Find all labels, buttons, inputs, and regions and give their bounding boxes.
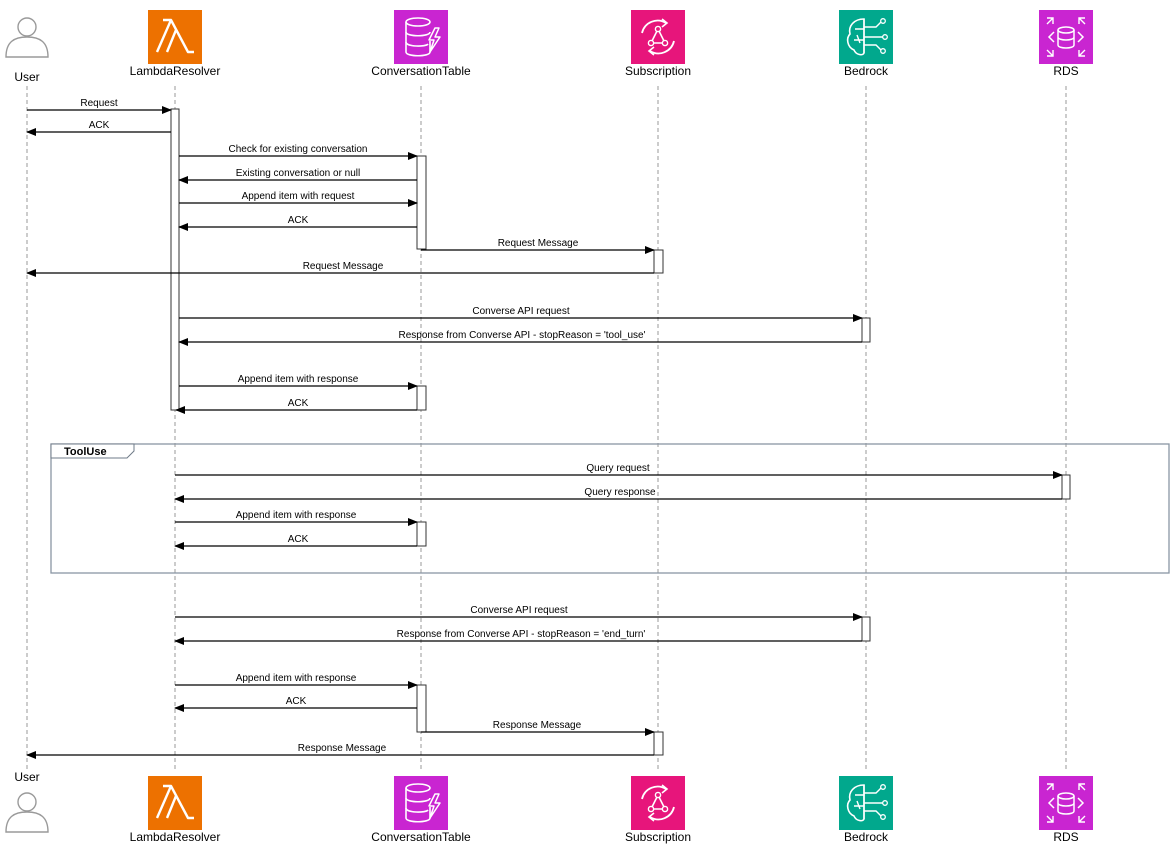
message-ack: ACK — [174, 696, 417, 712]
participant-label: User — [14, 770, 39, 784]
message-label: Request — [80, 98, 117, 109]
participant-rds: RDS — [1038, 9, 1094, 78]
rds-icon — [1038, 775, 1094, 831]
message-ack: ACK — [26, 120, 171, 136]
participant-subscription: Subscription — [625, 9, 691, 78]
message-label: Converse API request — [472, 306, 569, 317]
message-converse-request: Converse API request — [179, 306, 863, 322]
message-converse-request: Converse API request — [175, 605, 863, 621]
message-label: ACK — [89, 120, 110, 131]
rds-icon — [1038, 9, 1094, 65]
message-request: Request — [27, 98, 172, 114]
message-label: Converse API request — [470, 605, 567, 616]
participant-lambda: LambdaResolver — [130, 8, 221, 78]
bedrock-icon — [838, 775, 894, 831]
user-icon — [5, 17, 49, 58]
participant-table: ConversationTable — [371, 9, 471, 78]
bedrock-icon — [838, 9, 894, 65]
participant-label: RDS — [1053, 830, 1078, 844]
message-response-message: Response Message — [421, 720, 655, 736]
message-query-response: Query response — [174, 487, 1062, 503]
participant-lambda: LambdaResolver — [130, 774, 221, 844]
appsync-subscription-icon — [630, 775, 686, 831]
message-request-message: Request Message — [421, 238, 655, 254]
lambda-icon — [146, 8, 204, 66]
message-label: Append item with response — [236, 673, 357, 684]
message-label: Response Message — [298, 743, 387, 754]
message-response-message-user: Response Message — [26, 743, 654, 759]
frame-label: ToolUse — [64, 446, 107, 458]
participants-top: User LambdaResolver ConversationTable Su… — [5, 8, 1094, 84]
participant-label: Bedrock — [844, 64, 889, 78]
participant-table: ConversationTable — [371, 775, 471, 844]
activation-bar — [653, 249, 664, 274]
message-label: Append item with request — [242, 191, 355, 202]
participant-label: LambdaResolver — [130, 830, 221, 844]
participant-label: Bedrock — [844, 830, 889, 844]
participant-label: ConversationTable — [371, 64, 471, 78]
activation-bar — [1061, 474, 1071, 500]
message-append-response: Append item with response — [175, 510, 418, 526]
message-label: Query response — [584, 487, 656, 498]
appsync-subscription-icon — [630, 9, 686, 65]
participant-bedrock: Bedrock — [838, 775, 894, 844]
participant-label: User — [14, 70, 39, 84]
dynamodb-icon — [393, 775, 449, 831]
message-label: Request Message — [498, 238, 579, 249]
activation-bar — [170, 108, 180, 411]
message-label: ACK — [288, 215, 309, 226]
message-ack: ACK — [174, 534, 417, 550]
tooluse-frame: ToolUse — [50, 443, 1170, 574]
activation-bar — [861, 616, 871, 642]
message-append-request: Append item with request — [179, 191, 418, 207]
participant-bedrock: Bedrock — [838, 9, 894, 78]
message-label: ACK — [286, 696, 307, 707]
message-check-conversation: Check for existing conversation — [179, 144, 418, 160]
message-label: Response from Converse API - stopReason … — [398, 330, 645, 341]
participant-user: User — [5, 770, 49, 833]
message-append-response: Append item with response — [175, 673, 418, 689]
message-label: Response Message — [493, 720, 582, 731]
activation-bar — [416, 521, 427, 547]
user-icon — [5, 792, 49, 833]
message-label: ACK — [288, 534, 309, 545]
lambda-icon — [146, 774, 204, 832]
message-label: Response from Converse API - stopReason … — [397, 629, 646, 640]
activation-bar — [416, 385, 427, 411]
message-label: ACK — [288, 398, 309, 409]
activation-bar — [416, 684, 427, 733]
participant-label: ConversationTable — [371, 830, 471, 844]
message-label: Request Message — [303, 261, 384, 272]
participant-rds: RDS — [1038, 775, 1094, 844]
message-converse-response-end-turn: Response from Converse API - stopReason … — [174, 629, 862, 645]
activation-bar — [653, 731, 664, 756]
participants-bottom: User LambdaResolver ConversationTable Su… — [5, 770, 1094, 844]
messages: Request ACK Check for existing conversat… — [26, 98, 1063, 759]
message-ack: ACK — [178, 215, 417, 231]
participant-label: RDS — [1053, 64, 1078, 78]
dynamodb-icon — [393, 9, 449, 65]
participant-subscription: Subscription — [625, 775, 691, 844]
participant-user: User — [5, 17, 49, 84]
message-label: Append item with response — [238, 374, 359, 385]
message-label: Append item with response — [236, 510, 357, 521]
participant-label: Subscription — [625, 64, 691, 78]
participant-label: Subscription — [625, 830, 691, 844]
message-label: Query request — [586, 463, 650, 474]
activations — [170, 108, 1071, 756]
participant-label: LambdaResolver — [130, 64, 221, 78]
message-request-message-user: Request Message — [26, 261, 654, 277]
lifelines — [26, 86, 1067, 772]
message-converse-response-tool-use: Response from Converse API - stopReason … — [178, 330, 862, 346]
message-label: Existing conversation or null — [236, 168, 361, 179]
message-append-response: Append item with response — [179, 374, 418, 390]
message-query-request: Query request — [175, 463, 1063, 479]
message-ack: ACK — [175, 398, 417, 414]
activation-bar — [416, 155, 427, 250]
message-label: Check for existing conversation — [229, 144, 368, 155]
message-existing-conversation: Existing conversation or null — [178, 168, 417, 184]
activation-bar — [861, 317, 871, 343]
